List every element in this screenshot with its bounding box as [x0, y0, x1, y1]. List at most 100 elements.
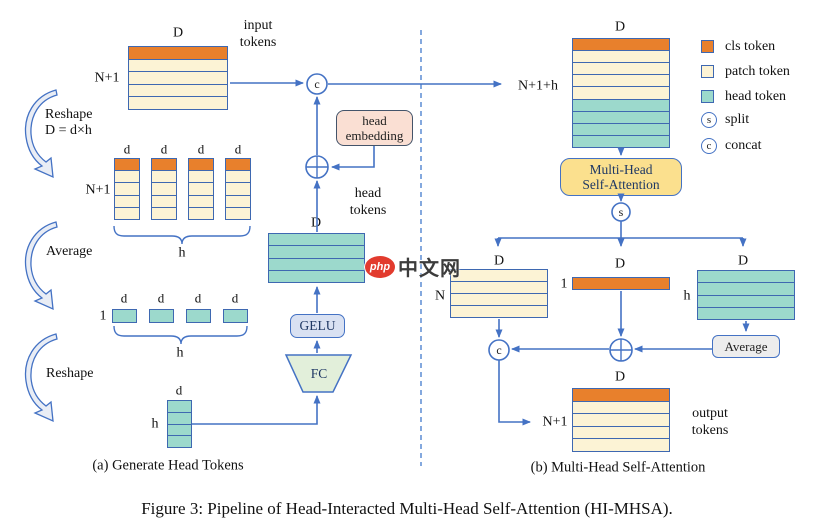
head-token-row: [698, 271, 794, 283]
label-line: head: [354, 186, 382, 201]
mhsa-box: Multi-Head Self-Attention: [560, 158, 682, 196]
avg-token-4: [223, 309, 248, 323]
patch-token-row: [573, 50, 669, 63]
dim-label-N1h: N+1+h: [518, 78, 558, 94]
dim-label-d: d: [197, 141, 205, 157]
reshaped-column-3: [188, 158, 214, 220]
dim-label-1-cls-branch: 1: [560, 276, 568, 292]
split-glyph: s: [619, 205, 624, 219]
head-token-row: [269, 269, 364, 282]
dim-label-D-cls-branch: D: [614, 256, 626, 272]
label-line: Self-Attention: [582, 177, 660, 192]
patch-token-row: [573, 400, 669, 414]
patch-token-row: [226, 182, 250, 195]
patch-token-row: [226, 170, 250, 183]
fc-box: [284, 354, 353, 393]
dim-label-d: d: [120, 290, 128, 306]
patch-token-row: [189, 170, 213, 183]
cls-token-row: [152, 159, 176, 171]
patch-token-row: [152, 182, 176, 195]
head-token-row: [269, 245, 364, 258]
watermark: php 中文网: [365, 252, 461, 281]
avg-token-1: [112, 309, 137, 323]
patch-token-row: [189, 182, 213, 195]
cls-token-row: [115, 159, 139, 171]
head-tokens-label: head tokens: [350, 185, 387, 219]
patch-token-row: [226, 206, 250, 220]
patch-branch-stack: [450, 269, 548, 318]
patch-token-row: [129, 58, 227, 72]
concat-op-panel-b: c: [488, 339, 510, 361]
concat-glyph: c: [706, 140, 712, 152]
patch-token-row: [189, 206, 213, 220]
reshape2-label: Reshape: [46, 366, 94, 381]
head-branch-stack: [697, 270, 795, 320]
legend-label-patch: patch token: [725, 64, 790, 79]
dim-label-D-patch-branch: D: [493, 253, 505, 269]
watermark-text: 中文网: [398, 256, 461, 280]
dim-label-N1-input: N+1: [94, 70, 120, 86]
patch-token-row: [152, 206, 176, 220]
patch-token-row: [573, 413, 669, 426]
reshape1-label: Reshape D = d×h: [45, 107, 92, 139]
dim-label-d: d: [157, 290, 165, 306]
head-embedding-box: head embedding: [336, 110, 413, 146]
legend-split-icon: s: [701, 112, 717, 128]
head-token-row: [224, 310, 247, 322]
label-line: embedding: [345, 128, 404, 143]
legend-swatch-patch: [701, 65, 714, 78]
average-arrow-label: Average: [46, 244, 93, 259]
dim-label-D-headtokens: D: [310, 215, 322, 231]
h-brace-columns: [113, 225, 251, 245]
patch-token-row: [115, 206, 139, 220]
dim-label-N1-cols: N+1: [85, 182, 111, 198]
label-line: Reshape: [45, 107, 93, 122]
head-token-row: [168, 423, 191, 436]
dim-label-h-singles: h: [176, 345, 184, 361]
mhsa-input-stack: [572, 38, 670, 148]
input-tokens-label: input tokens: [240, 17, 277, 51]
panel-a-caption: (a) Generate Head Tokens: [92, 457, 244, 474]
patch-token-row: [129, 71, 227, 84]
output-tokens-label: output tokens: [692, 405, 729, 439]
patch-token-row: [573, 62, 669, 75]
legend-label-cls: cls token: [725, 39, 776, 54]
legend-label-concat: concat: [725, 138, 762, 153]
dim-label-D-input: D: [172, 25, 184, 41]
patch-token-row: [451, 270, 547, 281]
head-token-row: [269, 257, 364, 270]
dim-label-N1-output: N+1: [542, 414, 568, 430]
average-box: Average: [712, 335, 780, 358]
head-token-row: [573, 98, 669, 111]
reshaped-column-2: [151, 158, 177, 220]
dim-label-h-head-branch: h: [683, 288, 691, 304]
dim-label-h-cols: h: [178, 245, 186, 261]
avg-token-3: [186, 309, 211, 323]
legend-swatch-cls: [701, 40, 714, 53]
label-line: tokens: [349, 203, 387, 218]
patch-token-row: [152, 170, 176, 183]
head-token-row: [168, 401, 191, 412]
avg-token-2: [149, 309, 174, 323]
patch-token-row: [573, 425, 669, 439]
dim-label-d: d: [194, 290, 202, 306]
dim-label-N: N: [434, 288, 446, 304]
plus-op-panel-a: [305, 155, 329, 179]
gelu-box: GELU: [290, 314, 345, 338]
patch-token-row: [129, 96, 227, 109]
head-token-row: [573, 110, 669, 123]
average-curved-arrow: [24, 221, 58, 310]
split-op: s: [611, 202, 631, 222]
patch-token-row: [573, 438, 669, 451]
dim-label-d: d: [231, 290, 239, 306]
label-line: D = d×h: [45, 123, 92, 138]
patch-token-row: [189, 194, 213, 207]
dim-label-d-vert: d: [175, 382, 183, 398]
patch-token-row: [115, 170, 139, 183]
head-token-row: [698, 306, 794, 319]
patch-token-row: [451, 281, 547, 293]
legend-concat-icon: c: [701, 138, 717, 154]
dim-label-D-mhsa-input: D: [614, 19, 626, 35]
head-token-row: [168, 411, 191, 424]
